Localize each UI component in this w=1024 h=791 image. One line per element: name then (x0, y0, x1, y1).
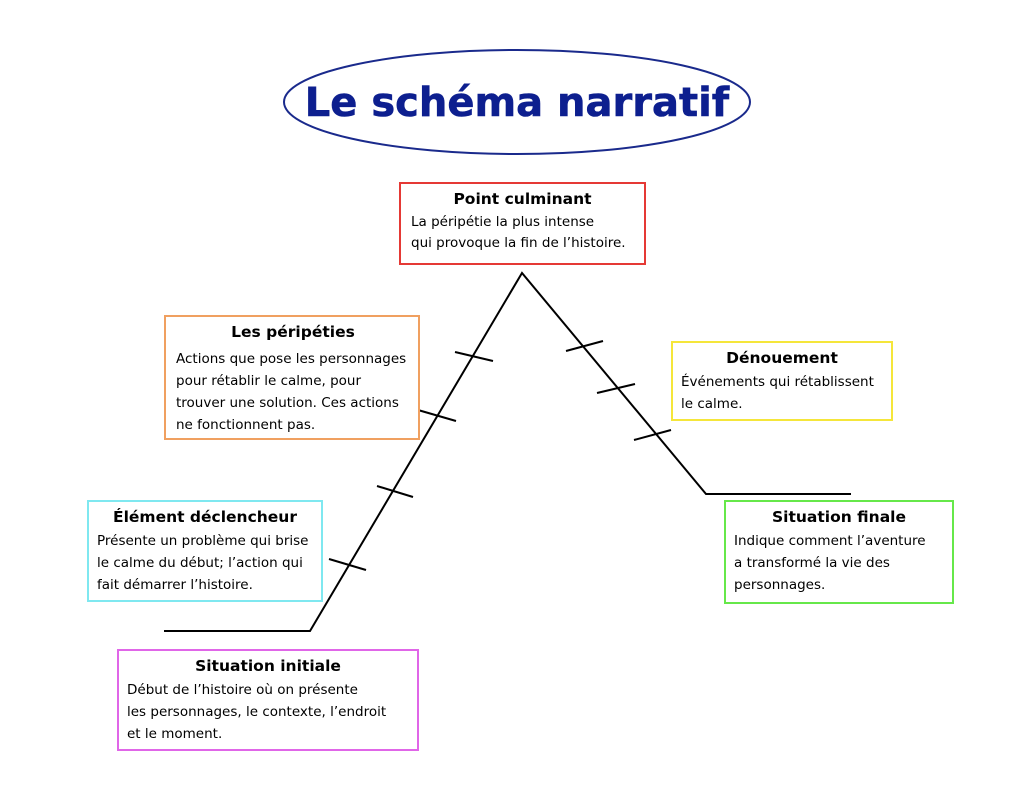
denouement-text: Événements qui rétablissent le calme. (681, 374, 874, 412)
narrative-arc-line (164, 271, 851, 632)
arc-tick-mark (454, 351, 494, 362)
arc-tick-mark (596, 383, 636, 394)
point-culminant-box: Point culminant La péripétie la plus int… (399, 182, 646, 265)
point-culminant-text: La péripétie la plus intense qui provoqu… (411, 214, 626, 251)
situation-initiale-title: Situation initiale (195, 657, 341, 675)
situation-finale-title: Situation finale (772, 508, 906, 526)
arc-tick-mark (565, 340, 604, 352)
peripeties-box: Les péripéties Actions que pose les pers… (164, 315, 420, 440)
arc-tick-mark (376, 485, 414, 498)
element-declencheur-box: Élément déclencheur Présente un problème… (87, 500, 323, 602)
denouement-title: Dénouement (726, 349, 838, 367)
denouement-box: Dénouement Événements qui rétablissent l… (671, 341, 893, 421)
situation-initiale-box: Situation initiale Début de l’histoire o… (117, 649, 419, 751)
peripeties-text: Actions que pose les personnages pour ré… (176, 351, 407, 433)
page-title: Le schéma narratif (305, 80, 730, 126)
arc-tick-mark (417, 409, 457, 422)
peripeties-title: Les péripéties (231, 323, 355, 341)
arc-tick-mark (328, 558, 367, 571)
element-declencheur-text: Présente un problème qui brise le calme … (97, 533, 309, 593)
arc-tick-mark (633, 429, 672, 441)
element-declencheur-title: Élément déclencheur (113, 508, 297, 526)
situation-finale-text: Indique comment l’aventure a transformé … (734, 533, 926, 593)
title-ellipse (283, 49, 751, 155)
situation-initiale-text: Début de l’histoire où on présente les p… (127, 682, 387, 742)
point-culminant-title: Point culminant (453, 190, 592, 208)
situation-finale-box: Situation finale Indique comment l’avent… (724, 500, 954, 604)
